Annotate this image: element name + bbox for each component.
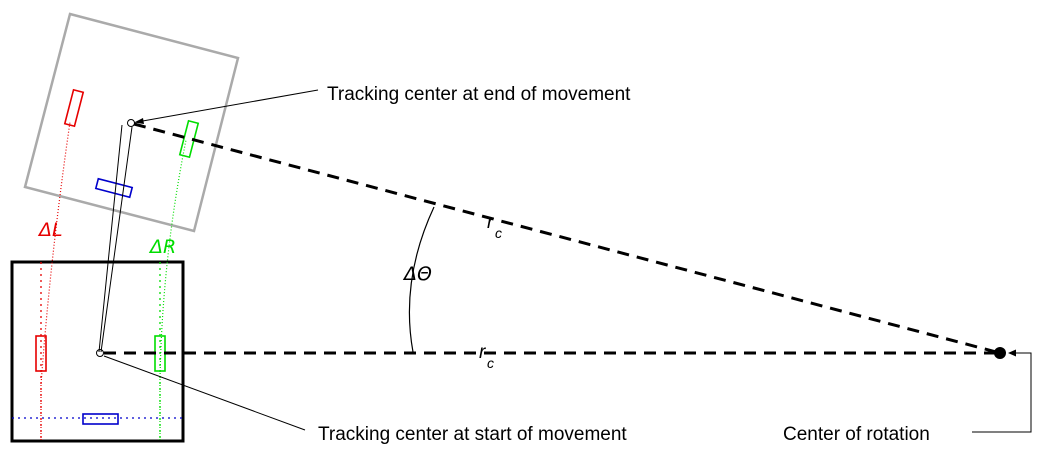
middle-wheel-end bbox=[94, 177, 134, 199]
rotation-center-arrowhead bbox=[1008, 349, 1016, 357]
end-center-leader bbox=[136, 89, 319, 123]
radius-line-end bbox=[133, 122, 1001, 355]
end-tracking-center bbox=[127, 119, 135, 127]
left-wheel-end bbox=[63, 88, 85, 128]
delta-left-label: ΔL bbox=[37, 219, 63, 241]
radius-label-start: r c bbox=[479, 342, 494, 371]
left-wheel-arc bbox=[40, 121, 71, 440]
radius-subscript: c bbox=[495, 225, 502, 241]
end-center-label: Tracking center at end of movement bbox=[327, 84, 631, 105]
end-center-arrowhead bbox=[134, 118, 144, 124]
middle-wheel-start bbox=[82, 413, 119, 425]
radius-subscript: c bbox=[487, 355, 494, 371]
start-robot-frame bbox=[10, 260, 185, 443]
rotation-center-leader bbox=[972, 352, 1032, 433]
angle-arc bbox=[408, 206, 435, 353]
radius-symbol: r bbox=[487, 212, 494, 233]
start-center-leader bbox=[103, 355, 306, 431]
delta-right-label: ΔR bbox=[148, 236, 176, 258]
start-center-label: Tracking center at start of movement bbox=[318, 424, 627, 445]
radius-label-end: r c bbox=[487, 212, 502, 241]
center-path bbox=[98, 124, 133, 353]
start-tracking-center bbox=[96, 349, 104, 357]
rotation-center-label: Center of rotation bbox=[783, 424, 930, 445]
rotation-center-dot bbox=[994, 347, 1006, 359]
left-wheel-start bbox=[35, 335, 47, 372]
radius-symbol: r bbox=[479, 342, 486, 363]
end-robot-frame bbox=[23, 12, 240, 233]
delta-theta-label: ΔΘ bbox=[402, 263, 432, 285]
